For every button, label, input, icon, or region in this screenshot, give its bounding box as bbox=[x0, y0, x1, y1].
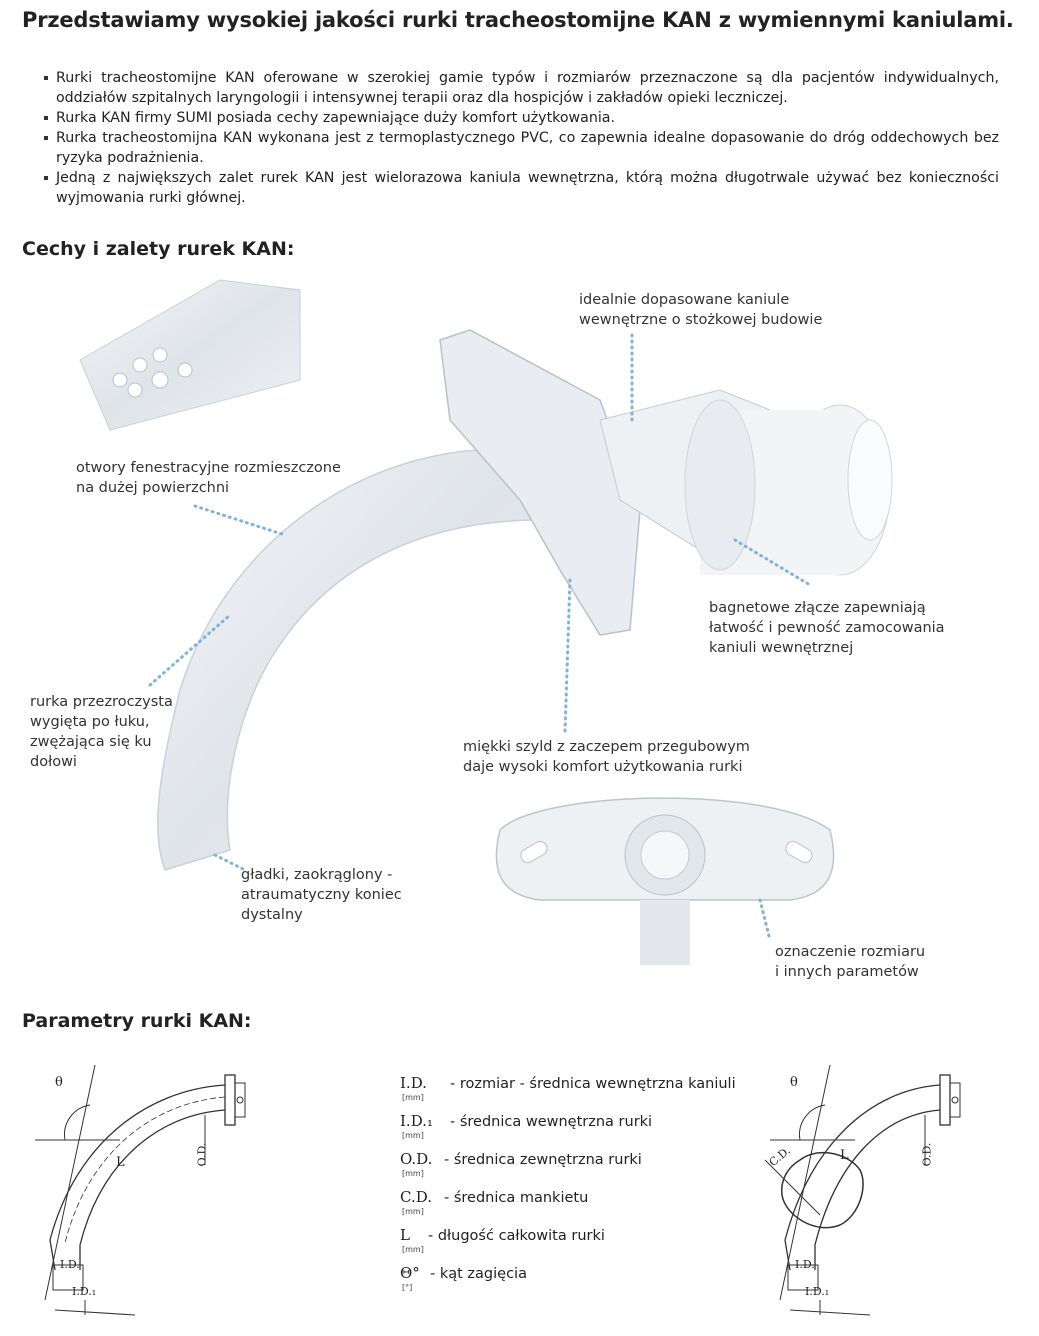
parameters-legend: I.D. - rozmiar - średnica wewnętrzna kani… bbox=[400, 1074, 736, 1302]
annotation-line: zwężająca się ku bbox=[30, 734, 152, 750]
annotation-line: otwory fenestracyjne rozmieszczone bbox=[76, 460, 341, 476]
page-title: Przedstawiamy wysokiej jakości rurki tra… bbox=[22, 8, 1014, 32]
bullet-icon bbox=[44, 176, 48, 180]
annotation-tube: rurka przezroczysta wygięta po łuku, zwę… bbox=[30, 692, 173, 772]
legend-row: L - długość całkowita rurki [mm] bbox=[400, 1226, 736, 1264]
annotation-marking: oznaczenie rozmiaru i innych parametów bbox=[775, 942, 925, 982]
bullet-item: Rurka tracheostomijna KAN wykonana jest … bbox=[44, 128, 999, 168]
annotation-line: i innych parametów bbox=[775, 964, 919, 980]
annotation-fenestration: otwory fenestracyjne rozmieszczone na du… bbox=[76, 458, 341, 498]
annotation-line: kaniuli wewnętrznej bbox=[709, 640, 854, 656]
legend-symbol: Θ° bbox=[400, 1264, 420, 1282]
legend-symbol: L bbox=[400, 1226, 410, 1244]
flange bbox=[439, 329, 641, 636]
legend-row: I.D. - rozmiar - średnica wewnętrzna kani… bbox=[400, 1074, 736, 1112]
annotation-line: gładki, zaokrąglony - bbox=[241, 867, 393, 883]
intro-bullets: Rurki tracheostomijne KAN oferowane w sz… bbox=[44, 68, 999, 208]
annotation-line: dołowi bbox=[30, 754, 77, 770]
bullet-icon bbox=[44, 136, 48, 140]
diagram-label-id: I.D. bbox=[60, 1258, 80, 1271]
features-heading: Cechy i zalety rurek KAN: bbox=[22, 238, 295, 260]
annotation-line: wewnętrzne o stożkowej budowie bbox=[579, 312, 823, 328]
diagram-label-od: O.D. bbox=[195, 1142, 209, 1167]
curved-tube bbox=[157, 448, 541, 871]
diagram-label-id-right: I.D. bbox=[795, 1258, 815, 1271]
legend-unit: [mm] bbox=[402, 1131, 424, 1140]
annotation-bayonet: bagnetowe złącze zapewniają łatwość i pe… bbox=[709, 598, 945, 658]
annotation-line: miękki szyld z zaczepem przegubowym bbox=[463, 739, 750, 755]
annotation-line: daje wysoki komfort użytkowania rurki bbox=[463, 759, 743, 775]
bullet-text: Jedną z największych zalet rurek KAN jes… bbox=[56, 170, 999, 206]
legend-row: I.D.₁ - średnica wewnętrzna rurki [mm] bbox=[400, 1112, 736, 1150]
fenestration-holes bbox=[112, 347, 193, 398]
legend-desc: - średnica mankietu bbox=[444, 1190, 589, 1206]
bullet-item: Jedną z największych zalet rurek KAN jes… bbox=[44, 168, 999, 208]
diagram-label-length: L bbox=[116, 1155, 125, 1170]
bullet-text: Rurka KAN firmy SUMI posiada cechy zapew… bbox=[56, 110, 615, 126]
legend-row: Θ° - kąt zagięcia [°] bbox=[400, 1264, 736, 1302]
bullet-icon bbox=[44, 116, 48, 120]
annotation-line: idealnie dopasowane kaniule bbox=[579, 292, 790, 308]
legend-symbol: I.D. bbox=[400, 1074, 427, 1092]
annotation-line: wygięta po łuku, bbox=[30, 714, 150, 730]
tube-illustration bbox=[79, 279, 893, 965]
legend-symbol: C.D. bbox=[400, 1188, 432, 1206]
fenestration-closeup bbox=[79, 279, 301, 431]
diagram-label-theta-right: θ bbox=[790, 1075, 798, 1090]
legend-desc: - średnica zewnętrzna rurki bbox=[444, 1152, 642, 1168]
legend-unit: [mm] bbox=[402, 1093, 424, 1102]
annotation-line: atraumatyczny koniec bbox=[241, 887, 402, 903]
diagram-label-id1-right: I.D.₁ bbox=[805, 1285, 830, 1298]
bullet-text: Rurki tracheostomijne KAN oferowane w sz… bbox=[56, 70, 999, 106]
parameters-heading: Parametry rurki KAN: bbox=[22, 1010, 252, 1032]
legend-desc: - średnica wewnętrzna rurki bbox=[450, 1114, 653, 1130]
legend-unit: [mm] bbox=[402, 1207, 424, 1216]
diagram-label-od-right: O.D. bbox=[920, 1142, 934, 1167]
annotation-flange: miękki szyld z zaczepem przegubowym daje… bbox=[463, 737, 750, 777]
diagram-cuffed-tube bbox=[764, 1065, 961, 1316]
diagram-label-id1: I.D.₁ bbox=[72, 1285, 97, 1298]
annotation-line: bagnetowe złącze zapewniają bbox=[709, 600, 926, 616]
diagram-label-length-right: L bbox=[840, 1148, 849, 1163]
legend-desc: - rozmiar - średnica wewnętrzna kaniuli bbox=[450, 1076, 736, 1092]
annotation-line: łatwość i pewność zamocowania bbox=[709, 620, 945, 636]
legend-desc: - długość całkowita rurki bbox=[428, 1228, 605, 1244]
annotation-tip: gładki, zaokrąglony - atraumatyczny koni… bbox=[241, 865, 402, 925]
legend-symbol: I.D.₁ bbox=[400, 1112, 433, 1130]
legend-symbol: O.D. bbox=[400, 1150, 433, 1168]
bullet-icon bbox=[44, 76, 48, 80]
annotation-line: na dużej powierzchni bbox=[76, 480, 230, 496]
annotation-cannula: idealnie dopasowane kaniule wewnętrzne o… bbox=[579, 290, 822, 330]
legend-unit: [mm] bbox=[402, 1169, 424, 1178]
legend-desc: - kąt zagięcia bbox=[430, 1266, 527, 1282]
annotation-line: rurka przezroczysta bbox=[30, 694, 173, 710]
legend-row: C.D. - średnica mankietu [mm] bbox=[400, 1188, 736, 1226]
legend-unit: [°] bbox=[402, 1283, 413, 1292]
diagram-standard-tube bbox=[35, 1065, 246, 1316]
annotation-line: oznaczenie rozmiaru bbox=[775, 944, 926, 960]
bullet-text: Rurka tracheostomijna KAN wykonana jest … bbox=[56, 130, 999, 166]
diagram-label-theta: θ bbox=[55, 1075, 63, 1090]
legend-unit: [mm] bbox=[402, 1245, 424, 1254]
bullet-item: Rurka KAN firmy SUMI posiada cechy zapew… bbox=[44, 108, 999, 128]
leader-lines bbox=[148, 333, 812, 942]
legend-row: O.D. - średnica zewnętrzna rurki [mm] bbox=[400, 1150, 736, 1188]
bullet-item: Rurki tracheostomijne KAN oferowane w sz… bbox=[44, 68, 999, 108]
annotation-line: dystalny bbox=[241, 907, 303, 923]
